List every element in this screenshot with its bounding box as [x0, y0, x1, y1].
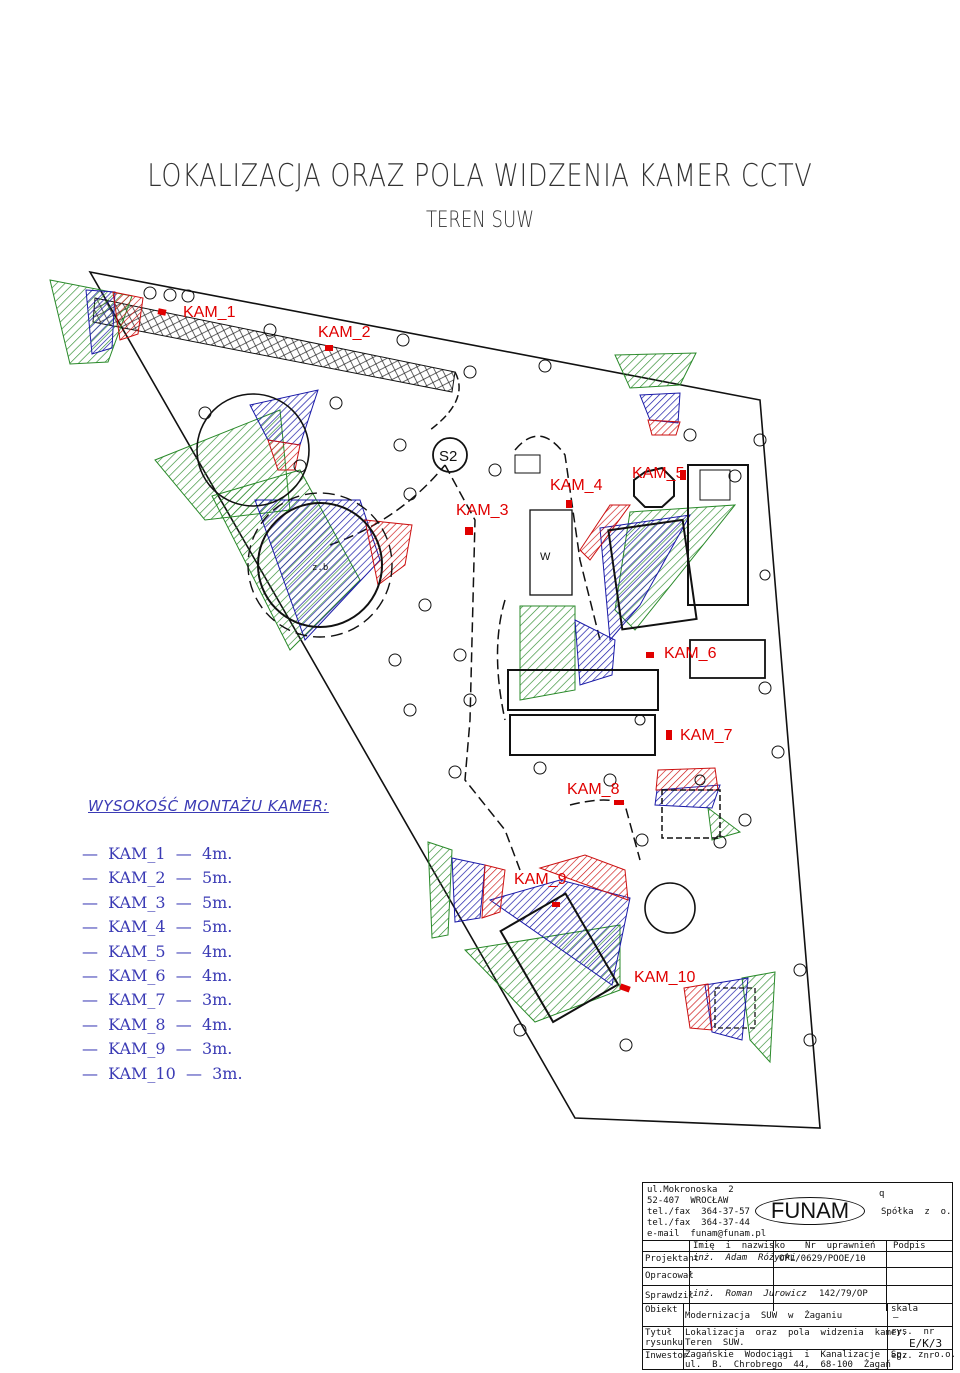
- tb-company: Spółka z o. o.: [881, 1207, 952, 1217]
- fov-kam7-red: [655, 767, 719, 791]
- fov-kam4-blue: [574, 619, 616, 686]
- fov-kam5-blue: [599, 514, 691, 642]
- tb-tel2: tel./fax 364-37-44: [647, 1218, 750, 1228]
- fov-kam10-blue: [704, 977, 749, 1041]
- legend-heading: WYSOKOŚĆ MONTAŻU KAMER:: [88, 797, 329, 815]
- tb-rys-nr-value: E/K/3: [909, 1337, 943, 1350]
- camera-label-kam4: KAM_4: [550, 477, 603, 494]
- camera-label-kam8: KAM_8: [567, 781, 620, 798]
- page-title: LOKALIZACJA ORAZ POLA WIDZENIA KAMER CCT…: [147, 158, 813, 194]
- legend-item: — KAM_1 — 4m.: [82, 844, 233, 863]
- fov-kam6-green: [614, 352, 697, 389]
- tb-opracowal-label: Opracował: [645, 1271, 694, 1281]
- fov-kam8-green: [427, 841, 453, 939]
- tb-rys-nr-label: rys. nr: [891, 1327, 935, 1337]
- fov-kam9-red: [538, 854, 629, 901]
- camera-label-kam2: KAM_2: [318, 324, 371, 341]
- fov-kam6-blue: [639, 392, 681, 424]
- fov-kam6-red: [647, 419, 681, 436]
- tb-inwestor-value2: ul. B. Chrobrego 44, 68-100 Żagań: [685, 1360, 891, 1370]
- fov-kam1-blue: [85, 289, 116, 355]
- tb-projektant-name: inż. Adam Różycki: [693, 1253, 796, 1263]
- tb-address1: ul.Mokronoska 2: [647, 1185, 734, 1195]
- building-w: [529, 509, 573, 596]
- fov-kam10-green: [741, 971, 776, 1064]
- legend-item: — KAM_4 — 5m.: [82, 917, 233, 937]
- s2-symbol: [432, 437, 468, 473]
- zb-label: z.b: [312, 563, 328, 573]
- camera-label-kam5: KAM_5: [632, 465, 685, 482]
- legend-item: — KAM_8 — 4m.: [82, 1014, 233, 1034]
- tank-circle-north: [196, 393, 310, 507]
- fov-kam10-red: [683, 983, 713, 1031]
- tb-col-sign: Podpis: [893, 1241, 926, 1251]
- tb-rysunku-label: rysunku: [645, 1338, 683, 1348]
- camera-label-kam9: KAM_9: [514, 871, 567, 888]
- tank-circle-main: [257, 502, 383, 628]
- w-label: W: [540, 551, 551, 563]
- tb-obiekt-label: Obiekt: [645, 1305, 678, 1315]
- tb-email: e-mail funam@funam.pl: [647, 1229, 767, 1239]
- tb-col-name: Imię i nazwisko: [693, 1241, 786, 1251]
- tb-address2: 52-407 WROCŁAW: [647, 1196, 729, 1206]
- site-boundary: [88, 270, 821, 1129]
- tb-egz-label: egz. nr: [891, 1351, 935, 1361]
- s2-label: S2: [439, 448, 457, 465]
- tb-sprawdzil-label: Sprawdził: [645, 1291, 694, 1301]
- legend-item: — KAM_6 — 4m.: [82, 965, 233, 985]
- camera-label-kam7: KAM_7: [680, 727, 733, 744]
- mounting-height-legend: — KAM_1 — 4m. — KAM_2 — 5m. — KAM_3 — 5m…: [82, 842, 243, 1086]
- fov-kam8-blue: [451, 857, 486, 923]
- tb-skala-label: skala: [891, 1304, 919, 1314]
- tb-tytul-value1: Lokalizacja oraz pola widzenia kamer.: [685, 1328, 908, 1338]
- legend-item: — KAM_5 — 4m.: [82, 941, 233, 961]
- fov-kam5-red: [579, 504, 631, 561]
- legend-item: — KAM_10 — 3m.: [82, 1063, 243, 1083]
- fov-kam9-blue: [488, 879, 631, 986]
- fov-kam8-red: [481, 864, 506, 919]
- fov-kam7-green: [707, 806, 742, 841]
- tb-sprawdzil-license: 142/79/OP: [819, 1289, 868, 1299]
- tb-q: q: [879, 1189, 885, 1199]
- fov-kam1-red: [112, 291, 144, 341]
- tb-inwestor-label: Inwestor: [645, 1351, 689, 1361]
- tb-skala-value: —: [893, 1313, 899, 1323]
- camera-label-kam6: KAM_6: [664, 645, 717, 662]
- fov-kam4-green: [519, 605, 576, 701]
- building-east: [687, 464, 749, 606]
- tb-col-license: Nr uprawnień: [805, 1241, 876, 1251]
- page-subtitle: TEREN SUW: [425, 208, 535, 233]
- camera-label-kam1: KAM_1: [183, 304, 236, 321]
- building-rotated: [607, 518, 698, 631]
- tb-tytul-value2: Teren SUW.: [685, 1338, 745, 1348]
- tb-sprawdzil-name: inż. Roman Jurowicz: [693, 1289, 807, 1299]
- tb-inwestor-value1: Żagańskie Wodociągi i Kanalizacje Sp. z …: [685, 1350, 956, 1360]
- legend-item: — KAM_9 — 3m.: [82, 1039, 233, 1059]
- title-block: ul.Mokronoska 2 52-407 WROCŁAW tel./fax …: [642, 1182, 956, 1370]
- camera-label-kam10: KAM_10: [634, 969, 695, 986]
- fov-kam3-red: [364, 519, 413, 586]
- camera-label-kam3: KAM_3: [456, 502, 509, 519]
- tb-projektant-license: OPL/0629/POOE/10: [779, 1254, 866, 1264]
- tb-tytul-label: Tytuł: [645, 1328, 673, 1338]
- octagon-structure: [633, 466, 675, 508]
- legend-item: — KAM_3 — 5m.: [82, 892, 233, 912]
- funam-logo: FUNAM: [755, 1197, 865, 1225]
- legend-item: — KAM_7 — 3m.: [82, 990, 233, 1010]
- legend-item: — KAM_2 — 5m.: [82, 868, 233, 888]
- tb-projektant-label: Projektant: [645, 1254, 700, 1264]
- tb-obiekt-value: Modernizacja SUW w Żaganiu: [685, 1311, 843, 1321]
- building-south: [507, 669, 659, 711]
- tank-circle-south: [644, 882, 696, 934]
- tb-tel1: tel./fax 364-37-57: [647, 1207, 750, 1217]
